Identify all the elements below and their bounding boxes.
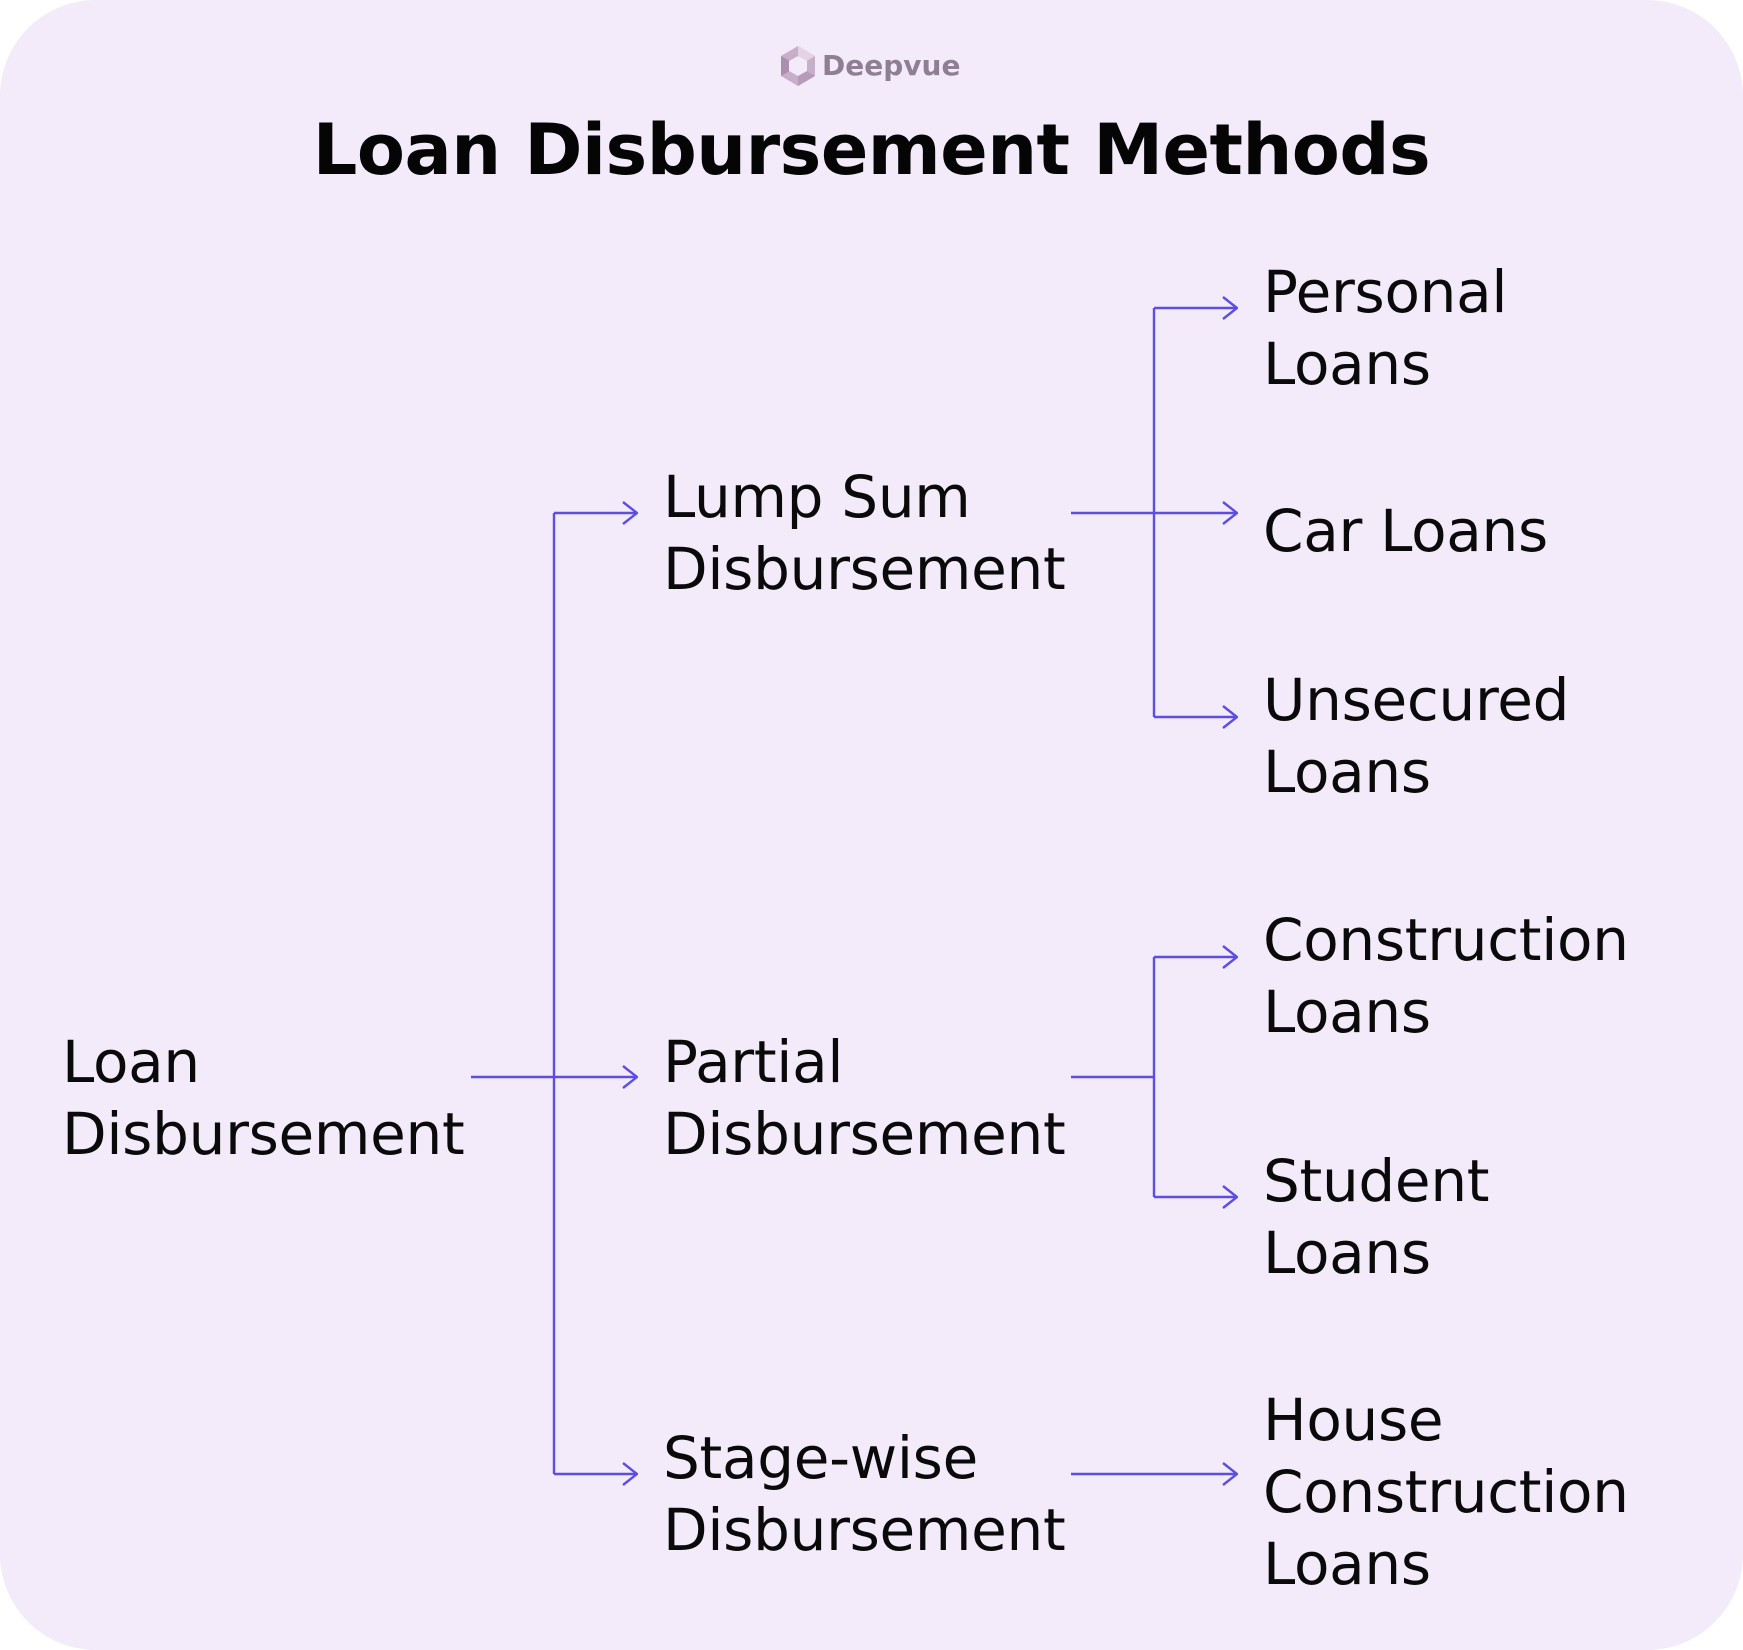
node-lump-sum-disbursement: Lump Sum Disbursement	[663, 463, 1066, 603]
node-student-loans: Student Loans	[1263, 1147, 1490, 1287]
brand-logo: Deepvue	[778, 44, 960, 88]
brand-name: Deepvue	[822, 49, 961, 82]
node-unsecured-loans: Unsecured Loans	[1263, 666, 1570, 806]
node-construction-loans: Construction Loans	[1263, 906, 1629, 1046]
diagram-title: Loan Disbursement Methods	[312, 109, 1431, 191]
node-personal-loans: Personal Loans	[1263, 258, 1508, 398]
node-loan-disbursement: Loan Disbursement	[62, 1028, 465, 1168]
node-stage-wise-disbursement: Stage-wise Disbursement	[663, 1424, 1066, 1564]
node-car-loans: Car Loans	[1263, 497, 1548, 565]
node-house-construction-loans: House Construction Loans	[1263, 1386, 1629, 1598]
node-partial-disbursement: Partial Disbursement	[663, 1028, 1066, 1168]
hexagon-logo-icon	[781, 46, 815, 86]
